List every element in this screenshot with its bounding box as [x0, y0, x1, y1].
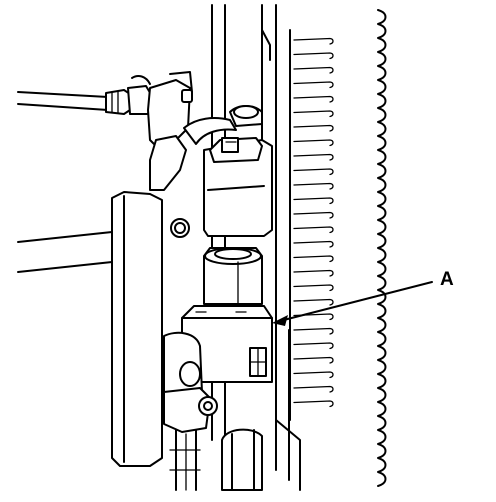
panel-slot	[293, 197, 334, 205]
sensor-a-block	[181, 305, 273, 383]
panel-slot	[293, 385, 334, 393]
callout-a: A	[272, 269, 454, 326]
panel-serrated-edge	[377, 9, 387, 487]
panel-slot	[293, 153, 334, 161]
sensor-upper-housing	[203, 137, 273, 237]
panel-slot	[293, 95, 334, 103]
callout-a-label: A	[440, 269, 454, 290]
linkage-bracket	[147, 71, 263, 191]
panel-slot	[293, 139, 334, 147]
panel-slot	[293, 240, 334, 248]
panel-slot	[293, 327, 334, 335]
callout-a-arrowhead	[272, 315, 288, 326]
lower-mechanism	[163, 331, 301, 491]
panel-slot	[293, 226, 334, 234]
panel-slot	[293, 371, 334, 379]
panel-slot	[293, 182, 334, 190]
panel-slot	[293, 356, 334, 364]
horizontal-rods	[17, 231, 113, 273]
panel-slot	[293, 269, 334, 277]
panel-slot	[293, 400, 334, 408]
vertical-plate	[111, 191, 190, 467]
panel-slots	[293, 37, 334, 408]
panel-slot	[293, 298, 334, 306]
panel-slot	[293, 168, 334, 176]
panel-slot	[293, 284, 334, 292]
panel-slot	[293, 255, 334, 263]
panel-slot	[293, 66, 334, 74]
callout-a-leader	[275, 281, 433, 323]
panel-slot	[293, 211, 334, 219]
panel-slot	[293, 313, 334, 321]
panel-slot	[293, 124, 334, 132]
connector-column	[203, 247, 263, 305]
panel-slot	[293, 37, 334, 45]
panel-slot	[293, 342, 334, 350]
panel-slot	[293, 81, 334, 89]
panel-slot	[293, 52, 334, 60]
frame-rail	[211, 4, 387, 487]
control-cable	[17, 75, 153, 115]
panel-slot	[293, 110, 334, 118]
